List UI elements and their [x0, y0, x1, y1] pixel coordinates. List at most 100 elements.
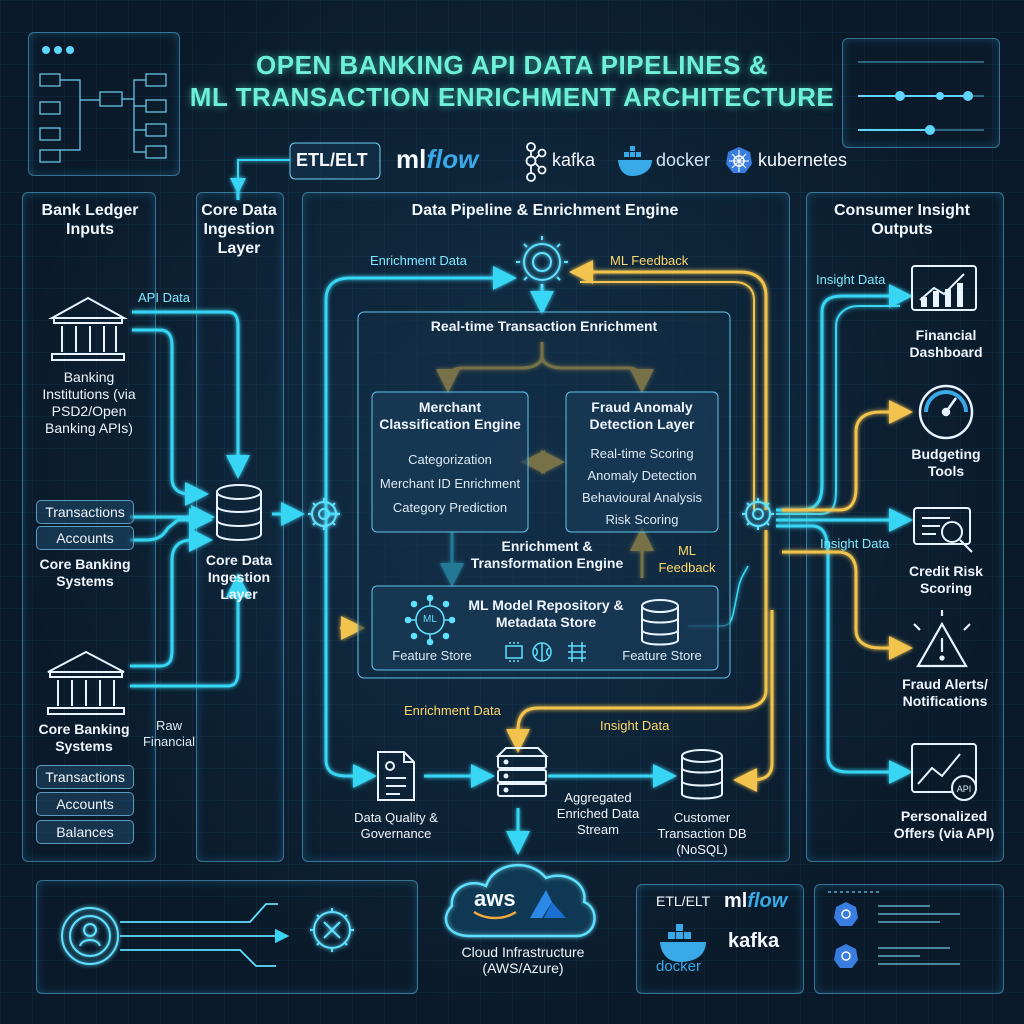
customer-db-label: Customer Transaction DB (NoSQL)	[657, 810, 747, 857]
engine-header: Data Pipeline & Enrichment Engine	[411, 202, 679, 219]
flowchart-mini-icon	[39, 73, 167, 163]
pipeline-gear-right-icon	[742, 498, 774, 530]
top-left-mini-panel	[28, 32, 180, 176]
docker-bottom-text: docker	[656, 958, 702, 975]
insight-data-top-label: Insight Data	[816, 272, 886, 287]
accounts-item-bottom[interactable]: Accounts	[36, 792, 134, 816]
feature-store-db-icon	[641, 599, 679, 646]
kafka-icon	[525, 142, 547, 182]
etl-bottom-label: ETL/ELT	[656, 893, 711, 909]
realtime-enrichment-header: Real-time Transaction Enrichment	[430, 318, 658, 334]
aggregated-stream-label: Aggregated Enriched Data Stream	[556, 790, 640, 837]
aws-logo-text: aws	[474, 886, 516, 911]
data-quality-doc-icon	[377, 751, 415, 801]
budgeting-gauge-icon	[918, 384, 974, 440]
mlflow-bottom-logo: mlflow	[724, 890, 787, 913]
ml-chip-text: ML	[423, 614, 437, 625]
fraud-item-anomaly-detection: Anomaly Detection	[587, 468, 697, 483]
chip-icon	[505, 642, 523, 662]
output-personalized-offers[interactable]: Personalized Offers (via API)	[893, 808, 995, 841]
core-banking-systems-label-1: Core Banking Systems	[39, 556, 131, 589]
api-badge: API	[956, 784, 972, 794]
data-quality-label: Data Quality & Governance	[354, 810, 438, 841]
fraud-layer-title: Fraud Anomaly Detection Layer	[589, 399, 695, 432]
personalized-offers-icon	[911, 743, 977, 801]
transactions-item-bottom[interactable]: Transactions	[36, 765, 134, 789]
credit-risk-icon	[913, 507, 973, 553]
connector-icon	[568, 642, 586, 662]
outputs-header: Consumer Insight Outputs	[833, 202, 970, 238]
pipeline-gear-left-icon	[308, 498, 340, 530]
enrichment-data-top-label: Enrichment Data	[370, 253, 467, 268]
output-credit-risk-scoring[interactable]: Credit Risk Scoring	[909, 563, 983, 596]
feature-store-left-label: Feature Store	[392, 648, 472, 663]
transactions-item-top[interactable]: Transactions	[36, 500, 134, 524]
customer-db-icon	[681, 749, 723, 800]
financial-dashboard-icon	[911, 265, 977, 311]
mlflow-flow: flow	[426, 144, 479, 174]
output-financial-dashboard[interactable]: Financial Dashboard	[909, 327, 983, 360]
cloud-infrastructure-label: Cloud Infrastructure (AWS/Azure)	[461, 944, 585, 976]
ml-feedback-mid-label: ML Feedback	[658, 543, 716, 575]
slider-decoration	[858, 61, 984, 135]
mlflow-bottom-ml: ml	[724, 890, 748, 912]
kubernetes-icon	[726, 147, 752, 173]
insight-data-bottom-label: Insight Data	[600, 718, 670, 733]
merchant-item-id-enrichment: Merchant ID Enrichment	[379, 476, 521, 491]
user-profile-icon	[61, 907, 119, 965]
page-title-line2: ML TRANSACTION ENRICHMENT ARCHITECTURE	[189, 82, 835, 112]
accounts-item-top[interactable]: Accounts	[36, 526, 134, 550]
kafka-logo-text: kafka	[552, 150, 596, 170]
cloud-icon	[444, 864, 596, 938]
ml-network-icon	[404, 594, 456, 646]
k8s-list-decoration	[828, 891, 960, 968]
core-banking-icon	[47, 650, 125, 715]
banking-institutions-label: Banking Institutions (via PSD2/Open Bank…	[42, 369, 136, 436]
docker-logo-text: docker	[656, 150, 711, 170]
ml-feedback-top-label: ML Feedback	[610, 253, 689, 268]
etl-label: ETL/ELT	[296, 150, 368, 170]
fraud-item-risk-scoring: Risk Scoring	[605, 512, 679, 527]
output-budgeting-tools[interactable]: Budgeting Tools	[911, 446, 981, 479]
raw-financial-label: Raw Financial	[142, 718, 196, 749]
top-right-mini-panel	[842, 38, 1000, 148]
mlflow-bottom-flow: flow	[747, 890, 788, 912]
page-title-line1: OPEN BANKING API DATA PIPELINES &	[256, 50, 768, 80]
ml-repo-title: ML Model Repository & Metadata Store	[468, 597, 624, 630]
brain-gear-icon	[516, 236, 568, 288]
enrichment-data-bottom-label: Enrichment Data	[404, 703, 501, 718]
bottom-tools-panel	[636, 884, 804, 994]
transformation-engine-label: Enrichment & Transformation Engine	[470, 538, 624, 571]
aws-smile-icon	[473, 910, 517, 920]
feature-store-right-label: Feature Store	[622, 648, 702, 663]
merchant-item-categorization: Categorization	[408, 452, 492, 467]
fraud-item-behavioural-analysis: Behavioural Analysis	[582, 490, 702, 505]
insight-data-mid-label: Insight Data	[820, 536, 890, 551]
merchant-item-category-prediction: Category Prediction	[392, 500, 508, 515]
azure-icon	[530, 890, 566, 918]
balances-item-bottom[interactable]: Balances	[36, 820, 134, 844]
ingestion-db-icon	[216, 484, 262, 541]
fraud-alert-icon	[913, 610, 971, 668]
server-stack-icon	[495, 747, 549, 797]
mlflow-logo: mlflow	[396, 144, 478, 175]
kafka-bottom-text: kafka	[728, 930, 780, 952]
bank-ledger-column	[22, 192, 156, 862]
api-data-label: API Data	[138, 290, 191, 305]
ingestion-db-label: Core Data Ingestion Layer	[205, 552, 273, 602]
bank-ledger-header: Bank Ledger Inputs	[41, 202, 139, 238]
bank-institution-icon	[48, 296, 128, 361]
docker-bottom-icon	[660, 924, 706, 962]
fraud-item-realtime-scoring: Real-time Scoring	[590, 446, 694, 461]
output-fraud-alerts[interactable]: Fraud Alerts/ Notifications	[902, 676, 988, 709]
merchant-engine-title: Merchant Classification Engine	[379, 399, 521, 432]
window-dots	[42, 46, 74, 54]
brain-icon	[532, 642, 552, 662]
kubernetes-logo-text: kubernetes	[758, 150, 848, 170]
docker-icon	[618, 146, 652, 176]
ingestion-header: Core Data Ingestion Layer	[201, 202, 277, 257]
bottom-right-panel	[814, 884, 1004, 994]
settings-gear-icon	[310, 908, 354, 952]
mlflow-ml: ml	[396, 144, 427, 174]
